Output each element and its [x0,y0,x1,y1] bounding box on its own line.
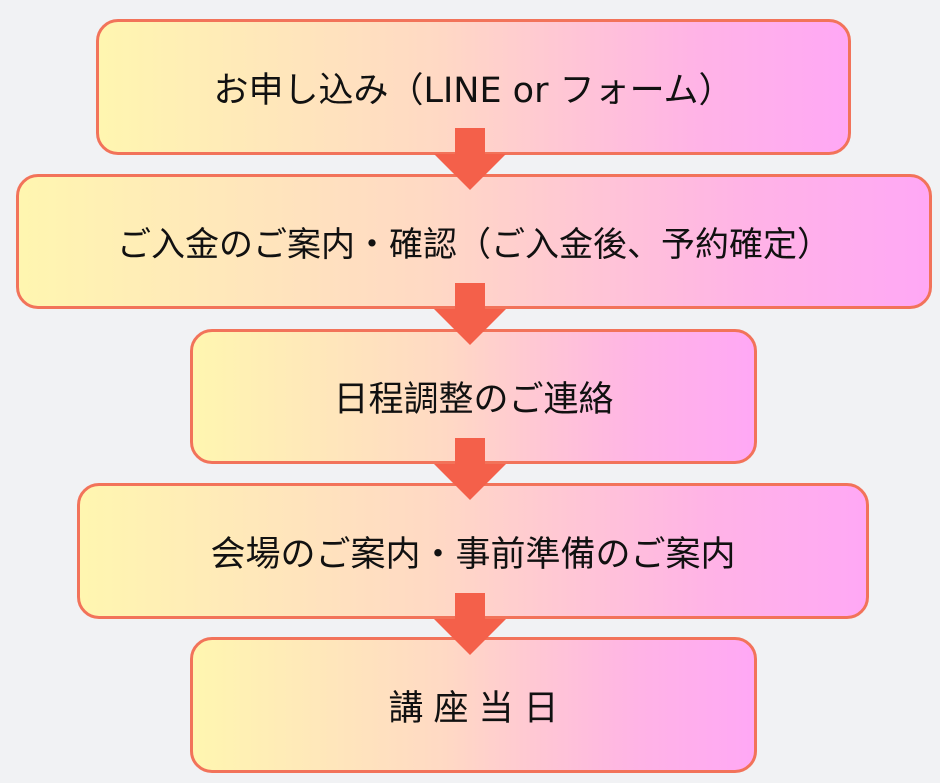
down-arrow-icon [434,593,506,655]
step-label: お申し込み（LINE or フォーム） [213,70,734,111]
step-label: ご入金のご案内・確認（ご入金後、予約確定） [117,225,831,265]
down-arrow-icon [434,283,506,345]
step-label: 会場のご案内・事前準備のご案内 [210,534,736,575]
step-box-schedule: 日程調整のご連絡 [190,329,757,464]
down-arrow-icon [434,128,506,190]
step-box-payment: ご入金のご案内・確認（ご入金後、予約確定） [16,174,932,309]
down-arrow-icon [434,438,506,500]
step-label: 日程調整のご連絡 [333,380,614,420]
step-box-course-day: 講座当日 [190,637,757,773]
step-label: 講座当日 [388,688,569,729]
